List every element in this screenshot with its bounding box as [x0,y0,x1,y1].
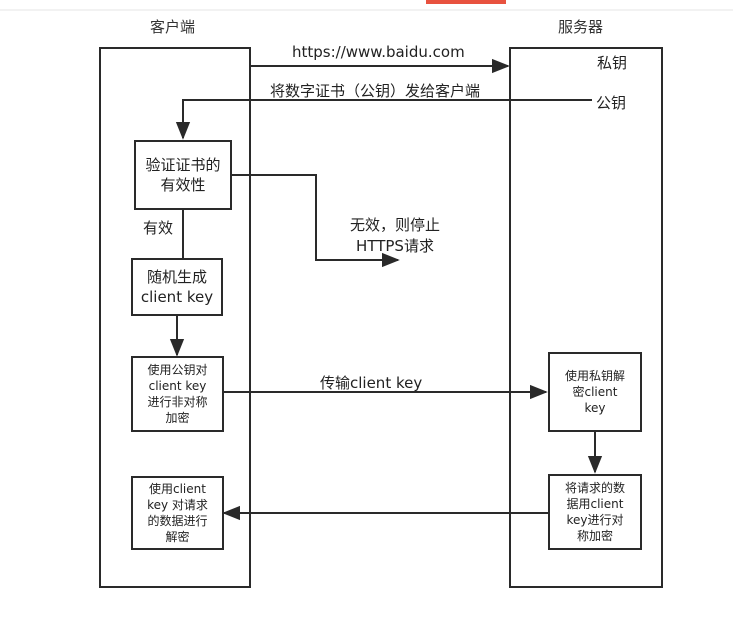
encrypt-key-line3: 进行非对称 [147,395,208,409]
client-lifeline [99,47,251,588]
generate-key-line2: client key [140,288,214,306]
encrypt-request-line4: 称加密 [576,529,613,543]
decrypt-request-line2: key 对请求 [147,498,208,512]
send-cert-arrow [175,99,592,140]
server-lifeline [509,47,663,588]
verify-cert-box: 验证证书的 有效性 [134,140,232,210]
encrypt-request-line2: 据用client [566,497,624,511]
encrypt-key-line4: 加密 [165,411,190,425]
decrypt-request-line3: 的数据进行 [147,514,208,528]
invalid-arrow [232,174,400,268]
invalid-label: 无效，则停止 HTTPS请求 [350,214,440,256]
encrypt-request-line3: key进行对 [566,513,624,527]
decrypt-key-line3: key [584,401,606,415]
decrypt-key-box: 使用私钥解 密client key [548,352,642,432]
generate-key-box: 随机生成 client key [131,258,223,316]
invalid-line2: HTTPS请求 [356,237,434,255]
verify-cert-line2: 有效性 [160,176,206,194]
private-key-label: 私钥 [597,54,628,72]
client-title: 客户端 [150,18,196,36]
valid-label: 有效 [143,219,174,237]
decrypt-key-line1: 使用私钥解 [564,369,625,383]
decrypt-request-line4: 解密 [165,530,190,544]
verify-cert-line1: 验证证书的 [145,156,221,174]
decrypt-request-line1: 使用client [149,482,206,496]
transfer-label: 传输client key [320,374,423,392]
encrypt-key-line2: client key [148,379,207,393]
decrypt-request-box: 使用client key 对请求 的数据进行 解密 [131,476,224,550]
invalid-line1: 无效，则停止 [350,216,441,234]
encrypt-request-line1: 将请求的数 [564,481,625,495]
public-key-label: 公钥 [596,94,627,112]
decrypt-key-line2: 密client [572,385,618,399]
encrypt-request-box: 将请求的数 据用client key进行对 称加密 [548,474,642,550]
url-label: https://www.baidu.com [292,43,465,61]
encrypt-key-line1: 使用公钥对 [147,363,208,377]
encrypt-key-box: 使用公钥对 client key 进行非对称 加密 [131,356,224,432]
generate-key-line1: 随机生成 [146,268,207,286]
top-accent-bar [426,0,506,4]
server-title: 服务器 [558,18,604,36]
send-cert-label: 将数字证书（公钥）发给客户端 [270,82,481,100]
